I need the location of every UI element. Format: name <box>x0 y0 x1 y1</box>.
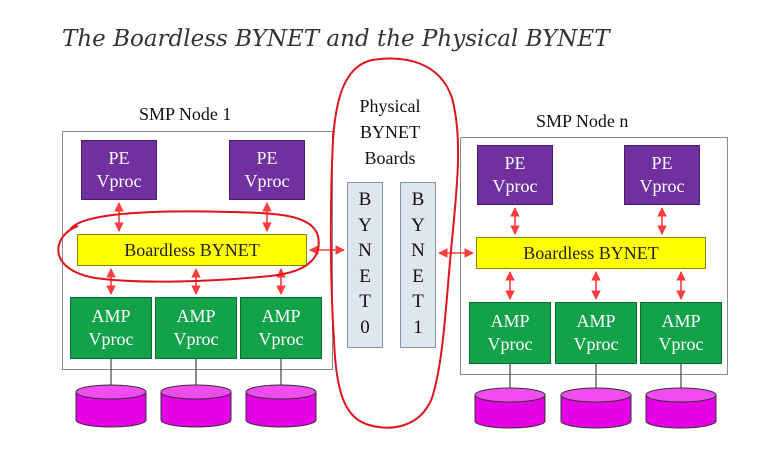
node1-amp-vproc: AMP Vproc <box>70 297 152 359</box>
board-letter: T <box>359 291 371 312</box>
vproc-label: Vproc <box>88 329 134 349</box>
bynet-board-1: B Y N E T 1 <box>400 182 436 348</box>
board-letter: B <box>358 189 372 210</box>
node1-title: SMP Node 1 <box>139 104 232 124</box>
noden-pe-vproc: PE Vproc <box>477 145 553 205</box>
board-letter: N <box>358 240 372 261</box>
board-letter: N <box>411 240 425 261</box>
page-title: The Boardless BYNET and the Physical BYN… <box>62 26 610 52</box>
node1-pe-vproc: PE Vproc <box>81 140 157 200</box>
disk-icon <box>474 387 546 429</box>
vproc-label: Vproc <box>258 329 304 349</box>
vproc-label: Vproc <box>244 171 290 191</box>
pe-label: PE <box>651 152 673 173</box>
amp-label: AMP <box>91 305 131 326</box>
amp-label: AMP <box>490 310 530 331</box>
noden-title: SMP Node n <box>536 111 629 131</box>
board-letter: B <box>411 189 425 210</box>
disk-icon <box>75 384 147 428</box>
board-letter: 1 <box>413 316 423 338</box>
node1-amp-vproc: AMP Vproc <box>155 297 237 359</box>
amp-label: AMP <box>576 310 616 331</box>
noden-amp-vproc: AMP Vproc <box>555 302 637 364</box>
node1-pe-vproc: PE Vproc <box>229 140 305 200</box>
node1-boardless-bynet: Boardless BYNET <box>77 234 307 266</box>
amp-label: AMP <box>661 310 701 331</box>
board-letter: E <box>412 265 424 287</box>
physical-label-line3: Boards <box>364 148 416 168</box>
bynet-board-0: B Y N E T 0 <box>347 182 383 348</box>
disk-icon <box>245 384 317 428</box>
node1-amp-vproc: AMP Vproc <box>240 297 322 359</box>
noden-pe-vproc: PE Vproc <box>624 145 700 205</box>
pe-label: PE <box>108 147 130 168</box>
vproc-label: Vproc <box>487 334 533 354</box>
physical-bynet-label: Physical BYNET Boards <box>344 93 436 171</box>
pe-label: PE <box>504 152 526 173</box>
board-letter: T <box>412 291 424 312</box>
board-letter: 0 <box>360 316 370 338</box>
disk-icon <box>560 387 632 429</box>
pe-label: PE <box>256 147 278 168</box>
disk-icon <box>160 384 232 428</box>
noden-boardless-bynet: Boardless BYNET <box>476 237 706 269</box>
physical-label-line1: Physical <box>359 96 421 116</box>
vproc-label: Vproc <box>658 334 704 354</box>
disk-icon <box>645 387 717 429</box>
vproc-label: Vproc <box>173 329 219 349</box>
board-letter: Y <box>411 214 425 236</box>
noden-amp-vproc: AMP Vproc <box>469 302 551 364</box>
physical-label-line2: BYNET <box>360 122 420 142</box>
noden-amp-vproc: AMP Vproc <box>640 302 722 364</box>
vproc-label: Vproc <box>96 171 142 191</box>
amp-label: AMP <box>261 305 301 326</box>
board-letter: E <box>359 265 371 287</box>
board-letter: Y <box>358 214 372 236</box>
amp-label: AMP <box>176 305 216 326</box>
vproc-label: Vproc <box>492 176 538 196</box>
vproc-label: Vproc <box>573 334 619 354</box>
vproc-label: Vproc <box>639 176 685 196</box>
